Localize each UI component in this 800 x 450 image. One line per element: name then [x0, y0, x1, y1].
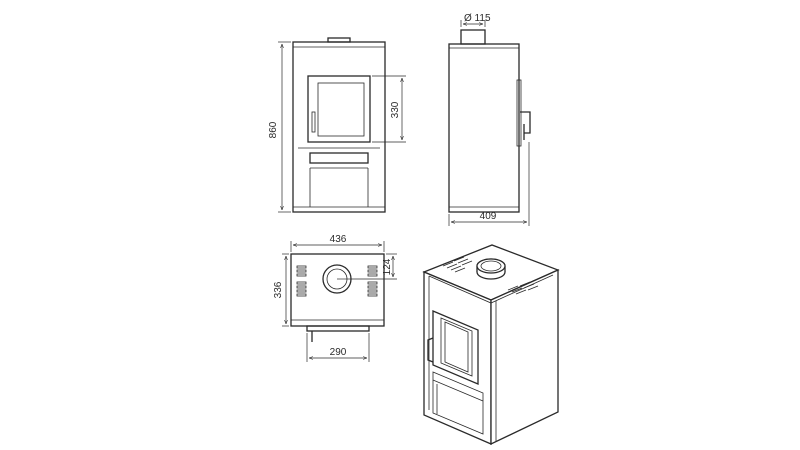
side-view: Ø 115 409 — [448, 13, 531, 226]
depth-side-label: 409 — [480, 211, 497, 222]
iso-vents-left — [442, 256, 473, 273]
window-height-dimension: 330 — [372, 75, 406, 143]
flue-offset-label: 124 — [382, 258, 393, 275]
base-width-dimension: 290 — [306, 333, 370, 362]
top-view: 436 336 124 290 — [273, 234, 397, 362]
height-dimension: 860 — [268, 41, 291, 213]
flue-diameter-dimension: Ø 115 — [460, 13, 491, 27]
window-height-label: 330 — [390, 101, 401, 118]
iso-flue — [476, 258, 506, 280]
flue-diameter-label: Ø 115 — [464, 13, 491, 24]
depth-side-dimension: 409 — [448, 142, 530, 226]
depth-top-label: 336 — [273, 281, 284, 298]
iso-vents-right — [507, 281, 539, 295]
depth-top-dimension: 336 — [273, 253, 289, 327]
flue-offset-dimension: 124 — [352, 253, 397, 280]
base-width-label: 290 — [330, 347, 347, 358]
width-top-label: 436 — [330, 234, 347, 245]
height-label: 860 — [268, 121, 279, 138]
front-view: 860 330 — [268, 37, 406, 213]
iso-log-store — [432, 371, 484, 435]
isometric-view — [422, 244, 560, 446]
iso-door — [427, 310, 479, 385]
width-top-dimension: 436 — [290, 234, 385, 252]
vent-slots-left — [296, 265, 307, 297]
vent-slots-right — [367, 265, 378, 297]
